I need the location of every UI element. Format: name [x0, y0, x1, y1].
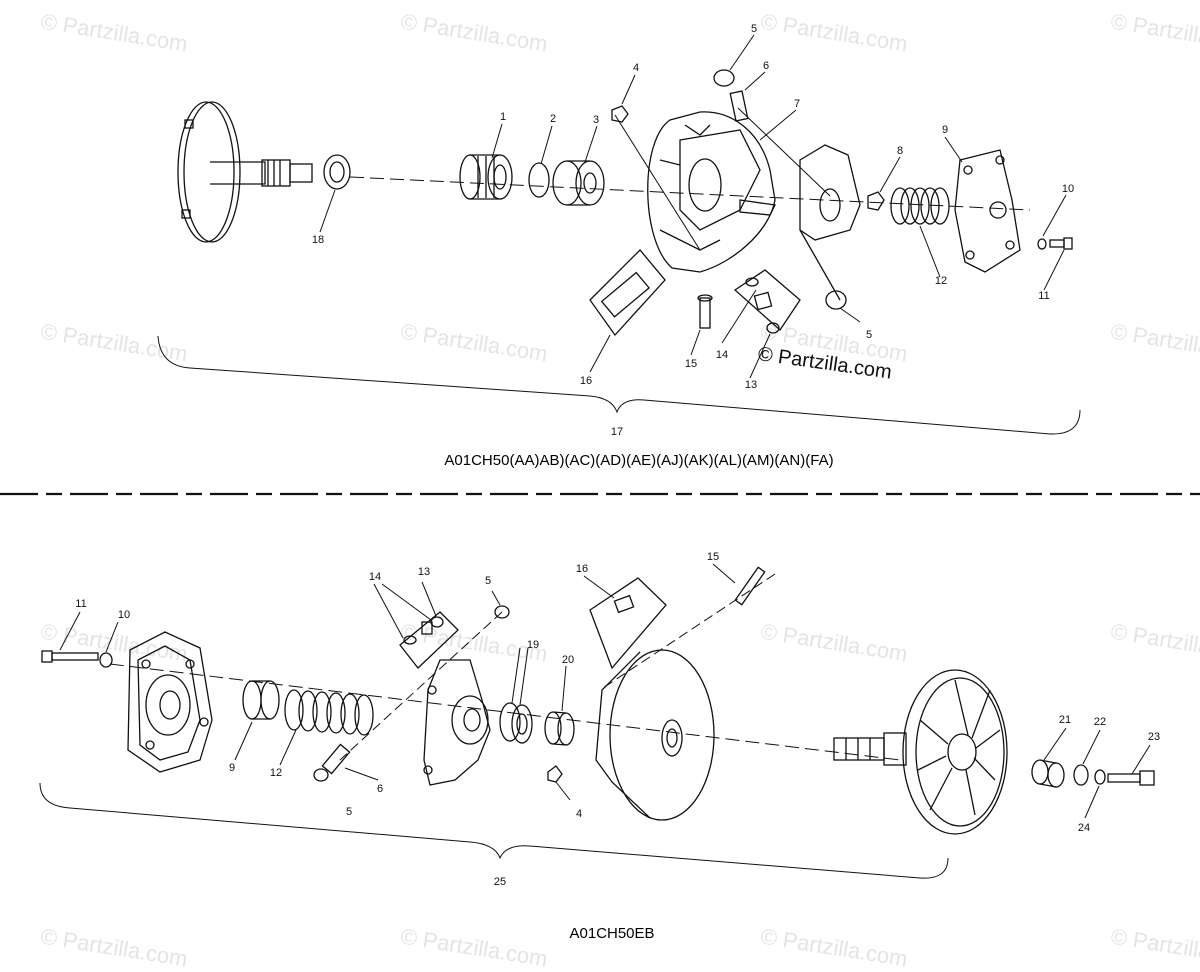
part-18-washer — [323, 154, 351, 190]
part-8-nut — [867, 191, 885, 211]
callout-3: 3 — [592, 114, 600, 126]
part-cover-bottom — [127, 631, 213, 773]
top-exploded-view — [157, 34, 1081, 435]
part-9-cover — [954, 149, 1021, 273]
callout-b-12: 12 — [269, 767, 283, 779]
part-23-bolt — [1107, 770, 1155, 786]
callout-13: 13 — [744, 379, 758, 391]
part-14-13-group — [733, 269, 801, 331]
callout-18: 18 — [311, 234, 325, 246]
part-15-pin — [697, 294, 713, 329]
callout-b-21: 21 — [1058, 714, 1072, 726]
callout-b-6: 6 — [376, 783, 384, 795]
part-6-pin — [729, 90, 749, 122]
callout-7: 7 — [793, 98, 801, 110]
callout-14: 14 — [715, 349, 729, 361]
callout-b-10: 10 — [117, 609, 131, 621]
callout-b-15: 15 — [706, 551, 720, 563]
part-16-weight-group-bottom — [589, 577, 667, 670]
top-assembly-brace — [157, 335, 1081, 435]
callout-9: 9 — [941, 124, 949, 136]
part-2-ring — [528, 162, 550, 198]
part-16-weight-group — [589, 249, 666, 337]
part-11-bolt-bottom — [41, 650, 99, 663]
callout-1: 1 — [499, 111, 507, 123]
bottom-exploded-view — [39, 563, 1155, 879]
part-3-roller — [552, 160, 605, 206]
callout-b-19: 19 — [526, 639, 540, 651]
callout-b-23: 23 — [1147, 731, 1161, 743]
callout-2: 2 — [549, 113, 557, 125]
callout-b-22: 22 — [1093, 716, 1107, 728]
top-sheave-disc — [177, 101, 313, 243]
callout-b-9: 9 — [228, 762, 236, 774]
callout-5-upper: 5 — [750, 23, 758, 35]
callout-4: 4 — [632, 62, 640, 74]
part-12-spring — [890, 187, 950, 225]
part-4-nut-bottom — [547, 765, 563, 783]
callout-b-5-upper: 5 — [484, 575, 492, 587]
callout-6: 6 — [762, 60, 770, 72]
callout-16: 16 — [579, 375, 593, 387]
callout-b-20: 20 — [561, 654, 575, 666]
part-5-button-bottom-lower — [313, 768, 329, 782]
part-14-13-group-bottom — [399, 611, 459, 669]
part-spider-arm — [799, 144, 861, 301]
callout-b-16: 16 — [575, 563, 589, 575]
part-sheave-bottom — [595, 649, 715, 821]
part-5-button-top — [713, 69, 735, 87]
callout-b-4: 4 — [575, 808, 583, 820]
part-4-nut — [611, 105, 629, 123]
part-fixed-sheave-fan — [833, 669, 1008, 835]
part-11-bolt — [1049, 237, 1073, 250]
callout-b-13: 13 — [417, 566, 431, 578]
bottom-model-label: A01CH50EB — [569, 925, 655, 942]
callout-11: 11 — [1038, 290, 1050, 302]
callout-8: 8 — [896, 145, 904, 157]
bottom-leader-lines — [59, 563, 1151, 819]
part-5-button-bottom-upper — [494, 605, 510, 619]
callout-b-11: 11 — [75, 598, 87, 610]
part-20-ring — [544, 711, 575, 746]
part-7-housing — [647, 111, 776, 273]
part-21-spacer — [1031, 759, 1065, 788]
part-24-washer — [1094, 769, 1106, 785]
part-1-bushing — [459, 154, 513, 200]
top-model-label: A01CH50(AA)AB)(AC)(AD)(AE)(AJ)(AK)(AL)(A… — [444, 452, 834, 469]
bottom-assembly-brace — [39, 782, 949, 879]
callout-17-assembly: 17 — [610, 426, 624, 438]
top-leader-lines — [319, 34, 1067, 379]
part-10-washer — [1037, 238, 1047, 250]
part-6-pin-bottom — [321, 743, 351, 775]
part-5-button-lower — [825, 290, 847, 310]
part-10-washer-bottom — [99, 652, 113, 668]
part-9-ring — [242, 680, 280, 720]
callout-15: 15 — [684, 358, 698, 370]
part-19-bushing — [499, 702, 533, 744]
callout-b-5-lower: 5 — [345, 806, 353, 818]
part-15-pin-bottom — [734, 566, 766, 606]
part-12-spring-bottom — [284, 689, 374, 736]
part-spider-bottom — [423, 659, 491, 786]
callout-25-assembly: 25 — [493, 876, 507, 888]
callout-5-lower: 5 — [865, 329, 873, 341]
callout-10: 10 — [1061, 183, 1075, 195]
callout-b-14: 14 — [368, 571, 382, 583]
callout-12: 12 — [934, 275, 948, 287]
callout-b-24: 24 — [1077, 822, 1091, 834]
part-22-washer — [1073, 764, 1089, 786]
